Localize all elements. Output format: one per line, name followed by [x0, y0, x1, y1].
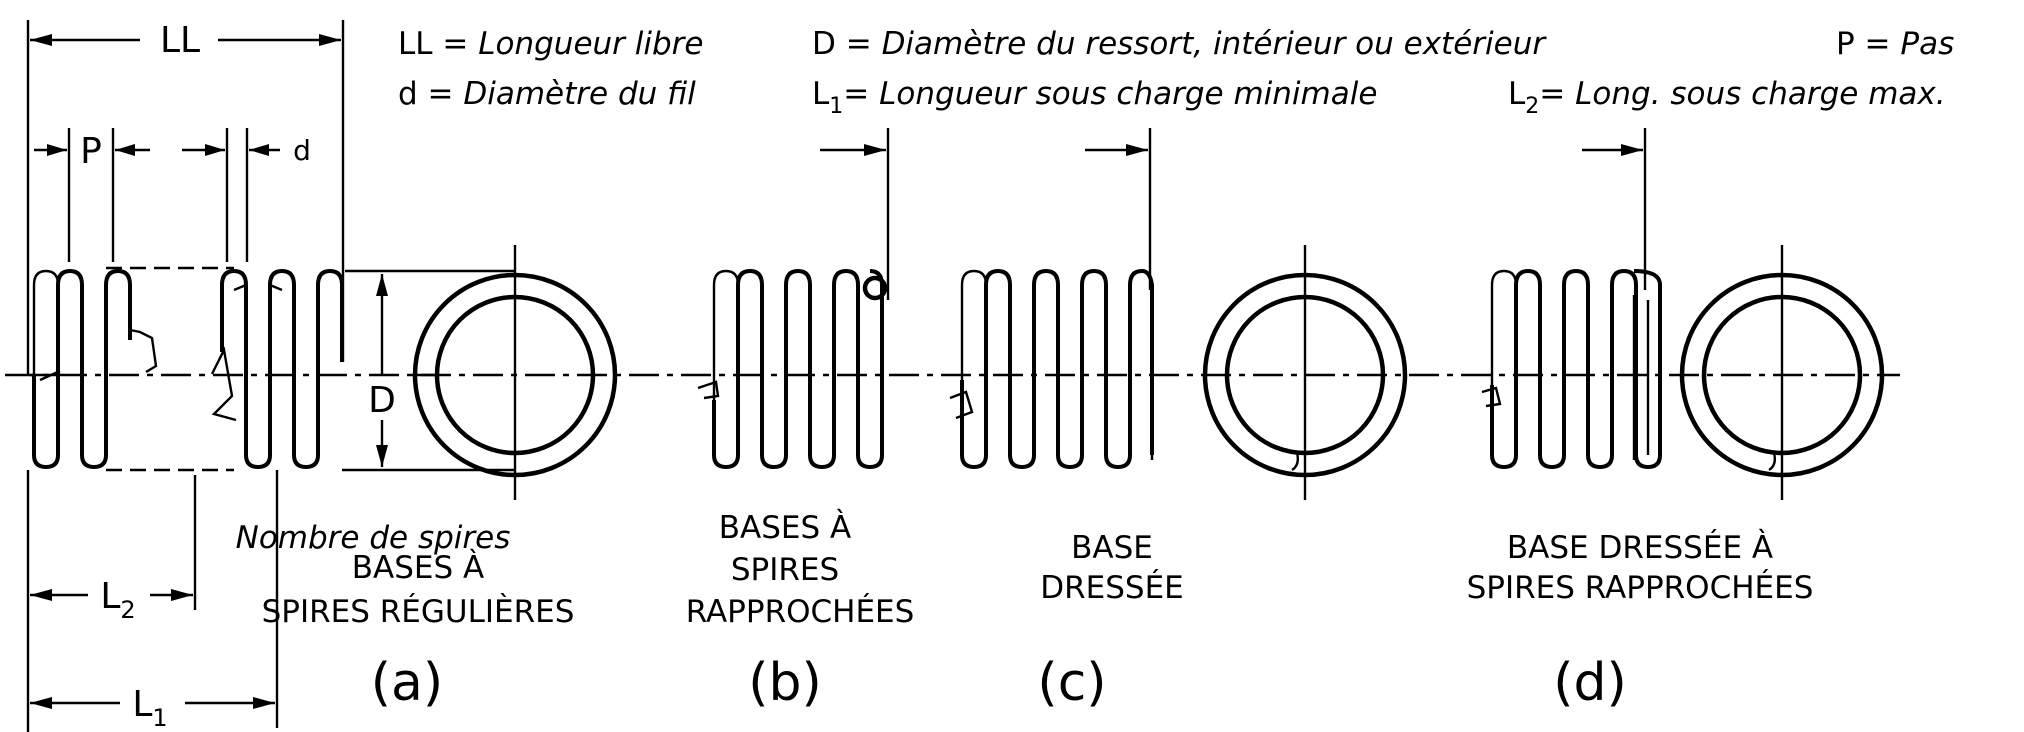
coil-b: [712, 269, 884, 469]
legend-L1-text: Longueur sous charge minimale: [879, 76, 1377, 112]
dim-d-label: d: [293, 134, 311, 167]
legend-L1-eq: =: [843, 76, 869, 112]
legend: LL = Longueur libre d = Diamètre du fil …: [398, 26, 1954, 119]
caption-a-line2: SPIRES RÉGULIÈRES: [262, 594, 575, 630]
coil-a-right-detail: [233, 283, 283, 292]
legend-P: P = Pas: [1836, 26, 1954, 62]
legend-L2: L2= Long. sous charge max.: [1508, 76, 1946, 119]
dim-l1-arrow-left: [30, 697, 52, 709]
dim-p-arrow-right: [115, 144, 135, 156]
legend-P-symbol: P =: [1836, 26, 1891, 62]
dim-ll-label: LL: [160, 20, 200, 61]
caption-d-line1: BASE DRESSÉE À: [1507, 530, 1773, 566]
legend-d-text: Diamètre du fil: [463, 76, 696, 112]
legend-d-symbol: d =: [398, 76, 454, 112]
legend-L1: L1= Longueur sous charge minimale: [812, 76, 1377, 119]
dim-D-arrow-top: [376, 274, 388, 296]
coil-c-back: [960, 269, 988, 380]
spring-b: [697, 128, 890, 469]
legend-L2-symbol: L: [1508, 76, 1526, 112]
dim-d-l2-arrow: [1621, 144, 1643, 156]
dim-l1-symbol: L: [132, 684, 152, 725]
end-view-c-wire-end: [1291, 452, 1300, 472]
dim-D-arrow-bottom: [376, 445, 388, 467]
caption-d-letter: (d): [1553, 653, 1627, 713]
spring-a: [30, 245, 618, 500]
coil-b-break: [697, 380, 720, 400]
caption-b-letter: (b): [748, 653, 822, 713]
legend-L2-eq: =: [1539, 76, 1565, 112]
end-view-d-wire-end: [1768, 452, 1777, 472]
dim-l2-symbol: L: [100, 576, 120, 617]
caption-b-line3: RAPPROCHÉES: [686, 594, 915, 630]
caption-c-letter: (c): [1037, 653, 1106, 713]
legend-L1-symbol: L: [812, 76, 830, 112]
dim-l2-label: L2: [100, 576, 135, 624]
caption-b-line2: SPIRES: [731, 552, 839, 588]
dim-d-arrow-left: [205, 144, 225, 156]
coil-a-left: [32, 269, 132, 469]
coil-d-break: [1481, 386, 1502, 408]
coil-a-right: [220, 269, 344, 469]
caption-a-letter: (a): [371, 653, 443, 713]
caption-d-line2: SPIRES RAPPROCHÉES: [1467, 570, 1814, 606]
caption-c-line1: BASE: [1071, 530, 1153, 566]
legend-ll-symbol: LL =: [398, 26, 468, 62]
caption-a-note: Nombre de spires: [236, 520, 511, 556]
coil-d: [1490, 269, 1662, 469]
legend-L1-sub: 1: [829, 94, 843, 119]
coil-c-break: [949, 390, 974, 420]
dim-l2-arrow-left: [30, 589, 52, 601]
legend-ll-text: Longueur libre: [478, 26, 703, 62]
legend-L2-sub: 2: [1525, 94, 1539, 119]
coil-c: [960, 269, 1154, 469]
legend-d-wire: d = Diamètre du fil: [398, 76, 696, 112]
caption-b-line1: BASES À: [719, 510, 851, 546]
dim-l1-arrow-right: [253, 697, 275, 709]
legend-D-symbol: D =: [812, 26, 872, 62]
caption-c-line2: DRESSÉE: [1040, 570, 1184, 606]
dimensions-a: LL P d D L2: [26, 20, 515, 732]
coil-d-back: [1490, 269, 1518, 385]
coil-a-break-right: [210, 346, 237, 422]
legend-D: D = Diamètre du ressort, intérieur ou ex…: [812, 26, 1547, 62]
dim-D-label: D: [368, 380, 396, 421]
coil-b-back: [712, 269, 740, 400]
dim-l2-sub: 2: [120, 596, 135, 624]
coil-a-left-back: [32, 269, 60, 375]
legend-D-text: Diamètre du ressort, intérieur ou extéri…: [882, 26, 1548, 62]
dim-l2-arrow-right: [171, 589, 193, 601]
caption-a-line1: BASES À: [352, 550, 484, 586]
coil-a-break-left: [129, 328, 158, 374]
dim-p-label: P: [80, 131, 102, 172]
dim-p-arrow-left: [47, 144, 67, 156]
coil-b-closed-end: [862, 275, 888, 301]
legend-L2-text: Long. sous charge max.: [1575, 76, 1945, 112]
coil-a-cut-left: [30, 369, 61, 382]
dim-l1-label: L1: [132, 684, 167, 732]
dim-ll-arrow-right: [319, 34, 341, 46]
spring-d: [1481, 128, 1885, 500]
dim-b-l1-arrow: [864, 144, 886, 156]
legend-P-text: Pas: [1900, 26, 1954, 62]
dim-l1-sub: 1: [152, 704, 167, 732]
dim-c-l1-arrow: [1126, 144, 1148, 156]
dim-d-arrow-right: [249, 144, 269, 156]
legend-ll: LL = Longueur libre: [398, 26, 703, 62]
spring-c: [949, 128, 1408, 500]
dim-ll-arrow-left: [30, 34, 52, 46]
captions: Nombre de spires BASES À SPIRES RÉGULIÈR…: [236, 510, 1814, 713]
